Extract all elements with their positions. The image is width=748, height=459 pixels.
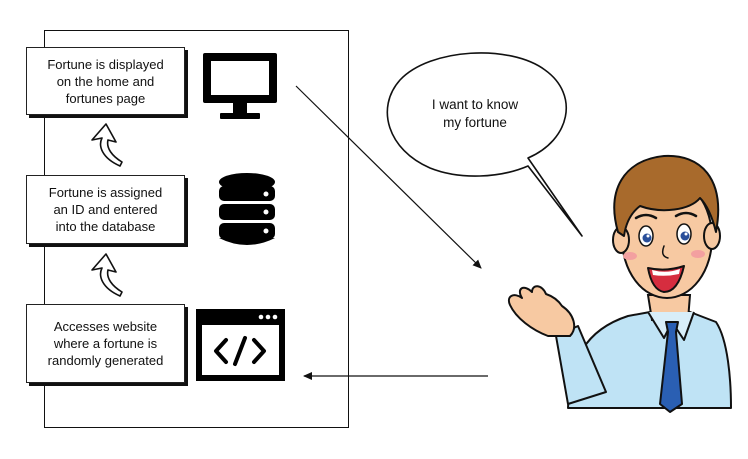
step-access-line3: randomly generated [47,353,164,368]
up-arrow-icon [91,123,123,167]
step-access-line1: Accesses website [53,319,158,334]
speech-line2: my fortune [443,115,507,130]
speech-bubble-text: I want to know my fortune [405,96,545,132]
database-icon [219,173,275,245]
speech-bubble [386,52,583,237]
code-window-icon [196,309,285,381]
step-display-line3: fortunes page [65,90,146,106]
up-arrow-icon [91,253,123,297]
step-database-line2: an ID and entered [53,202,158,217]
step-database-line1: Fortune is assigned [48,185,163,200]
step-display-line2: on the home and [56,73,155,89]
speech-line1: I want to know [431,97,519,112]
person-illustration [508,154,732,413]
step-display-line1: Fortune is displayed [47,56,164,72]
step-database-line3: into the database [55,219,156,234]
step-database: Fortune is assigned an ID and entered in… [26,175,185,244]
step-access: Accesses website where a fortune is rand… [26,304,185,383]
step-access-line2: where a fortune is [53,336,158,351]
step-display: Fortune is displayed on the home and for… [26,47,185,115]
arrow-monitor-to-person [295,85,482,269]
monitor-icon [203,53,277,119]
